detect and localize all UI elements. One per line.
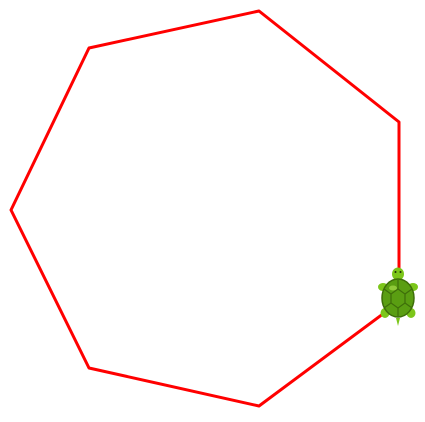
turtle-shell-rim	[381, 278, 415, 318]
turtle-shell-seam	[383, 302, 392, 309]
heptagon-path	[9, 9, 401, 408]
turtle-shell-seam	[404, 288, 413, 295]
turtle-shell-seam	[404, 302, 413, 309]
turtle-tail	[396, 318, 400, 326]
turtle-shell-highlight	[389, 285, 397, 291]
turtle-right-eye	[399, 271, 402, 273]
turtle-left-eye	[394, 271, 397, 273]
turtle-shell-seam	[383, 288, 392, 295]
turtle-head	[392, 267, 404, 281]
turtle-icon	[378, 267, 418, 326]
